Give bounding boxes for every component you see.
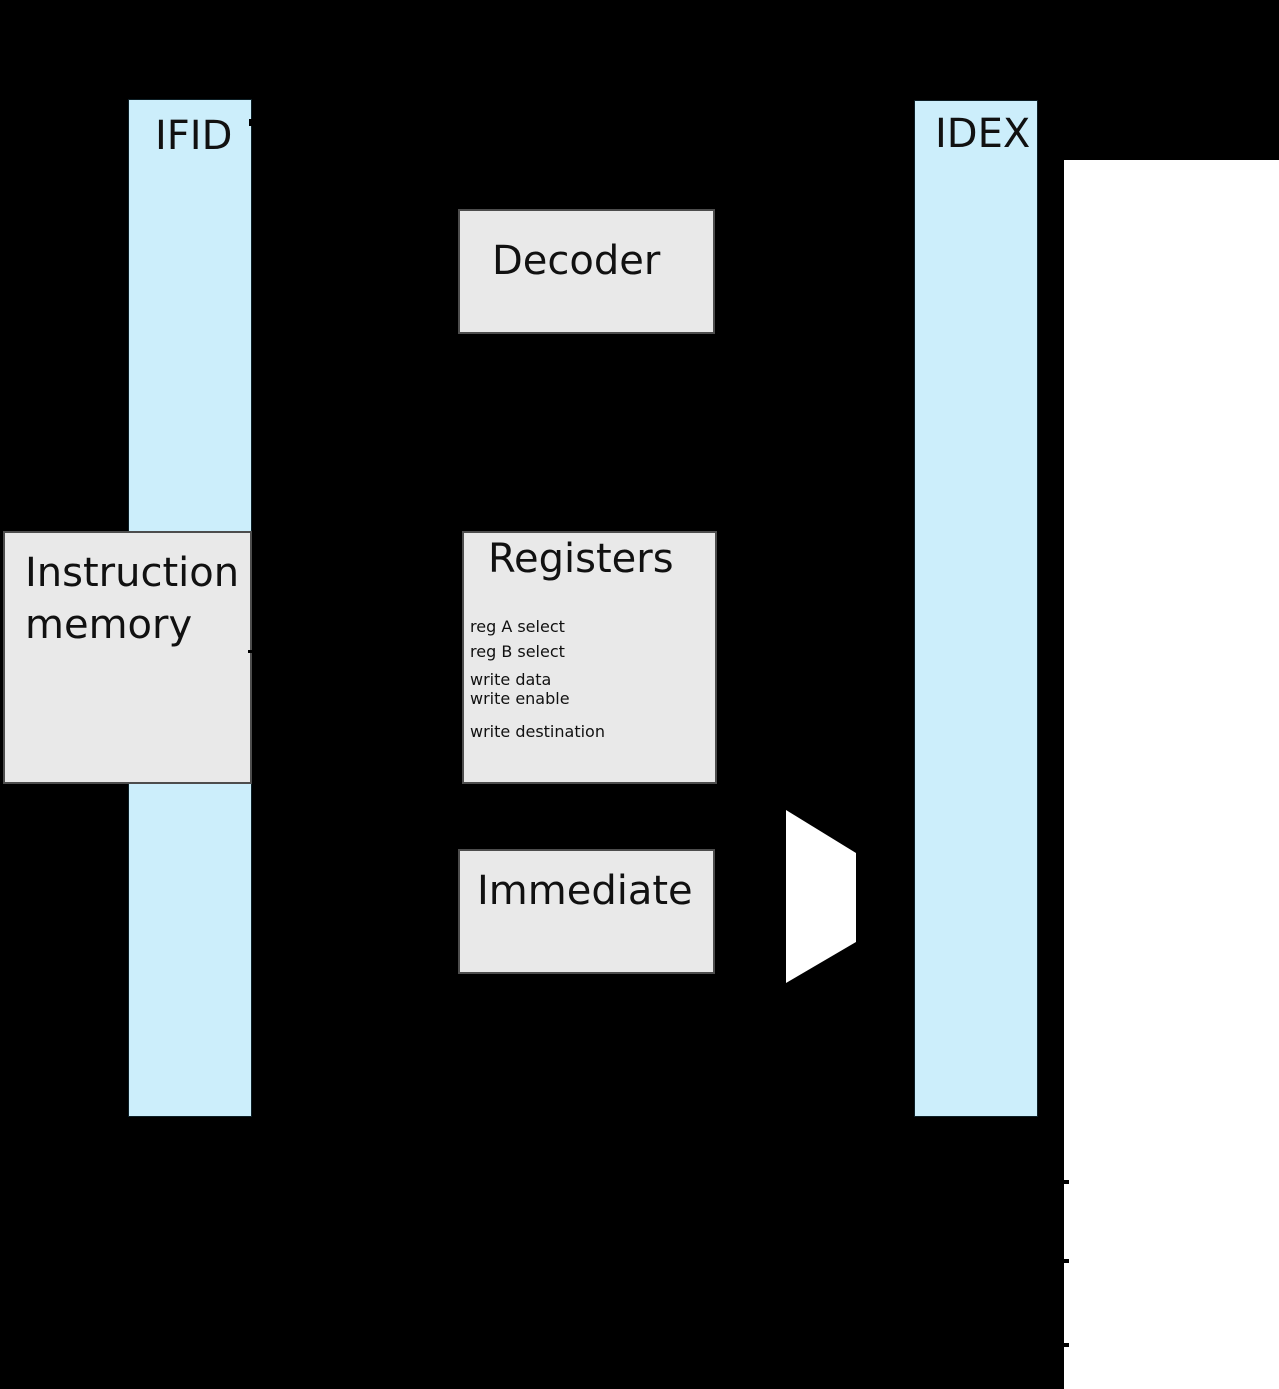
wire-tick <box>1064 1180 1069 1184</box>
instruction-memory-label: Instruction memory <box>25 550 240 648</box>
wire-tick <box>1064 1343 1069 1347</box>
wire-stub <box>249 119 252 126</box>
registers-label: Registers <box>488 536 674 582</box>
port-write-enable: write enable <box>470 689 570 708</box>
idex-label: IDEX <box>935 111 1031 157</box>
port-reg-a-select: reg A select <box>470 617 565 636</box>
wire-stub <box>248 650 254 653</box>
ifid-label: IFID <box>155 113 233 159</box>
canvas-white-region <box>1064 160 1279 1389</box>
port-reg-b-select: reg B select <box>470 642 565 661</box>
port-write-data: write data <box>470 670 552 689</box>
immediate-block: Immediate <box>458 849 715 974</box>
immediate-label: Immediate <box>477 868 693 914</box>
wire-tick <box>1064 1259 1069 1263</box>
port-write-destination: write destination <box>470 722 605 741</box>
decoder-block: Decoder <box>458 209 715 334</box>
mux-shape <box>786 810 856 983</box>
registers-block: Registers reg A select reg B select writ… <box>462 531 717 784</box>
instruction-memory-block: Instruction memory <box>3 531 252 784</box>
decoder-label: Decoder <box>492 238 661 284</box>
idex-pipeline-register: IDEX <box>914 100 1038 1117</box>
